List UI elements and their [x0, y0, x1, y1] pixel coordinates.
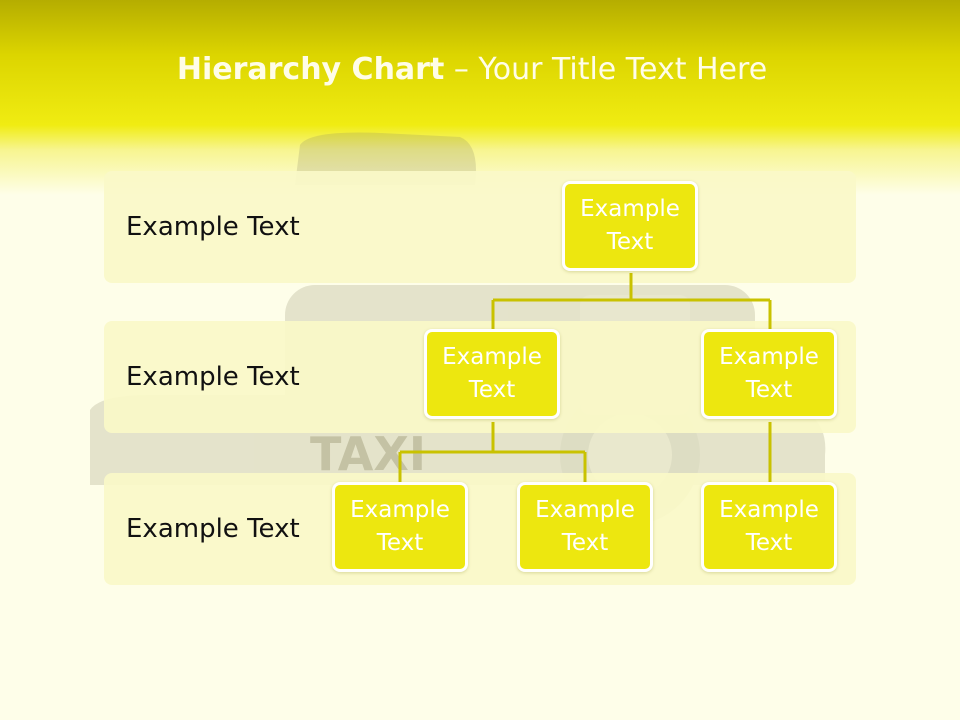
row-band-1 — [104, 171, 856, 283]
node-level2-right[interactable]: Example Text — [701, 329, 837, 419]
node-level3-1[interactable]: Example Text — [332, 482, 468, 572]
row-label-3: Example Text — [126, 514, 300, 544]
header-band — [0, 0, 960, 200]
row-label-1: Example Text — [126, 212, 300, 242]
page-title: Hierarchy Chart – Your Title Text Here — [0, 52, 944, 87]
title-bold: Hierarchy Chart — [176, 52, 445, 87]
row-label-2: Example Text — [126, 362, 300, 392]
node-level3-2[interactable]: Example Text — [517, 482, 653, 572]
title-rest: – Your Title Text Here — [444, 52, 768, 87]
node-root[interactable]: Example Text — [562, 181, 698, 271]
node-level2-left[interactable]: Example Text — [424, 329, 560, 419]
node-level3-3[interactable]: Example Text — [701, 482, 837, 572]
